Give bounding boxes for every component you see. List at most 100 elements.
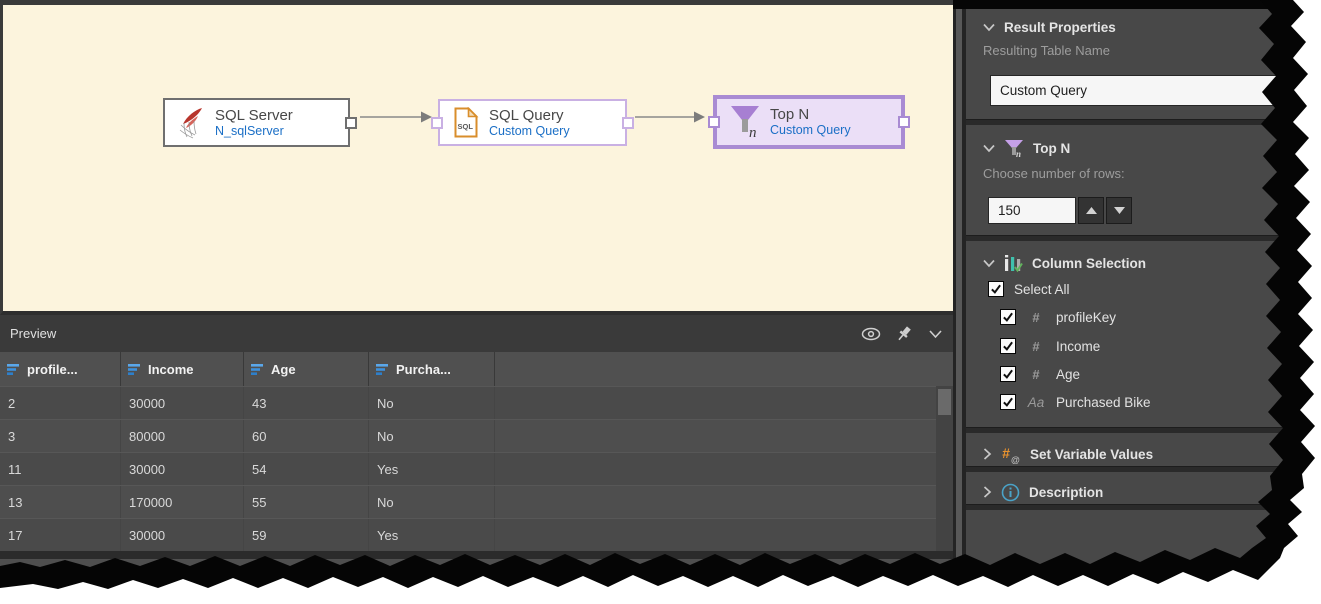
column-checkbox-row[interactable]: Aa Purchased Bike xyxy=(1000,394,1151,410)
eye-icon[interactable] xyxy=(861,327,881,341)
workflow-canvas[interactable]: SQL Server N_sqlServer SQL SQL Query Cus… xyxy=(0,0,953,315)
collapse-chevron-icon[interactable] xyxy=(928,329,943,339)
spinner-down-button[interactable] xyxy=(1106,197,1132,224)
table-row[interactable]: 17 30000 59 Yes xyxy=(0,518,953,551)
node-subtitle: Custom Query xyxy=(770,123,851,138)
top-frame-strip xyxy=(966,0,1321,9)
node-title: Top N xyxy=(770,106,810,124)
cell: 30000 xyxy=(121,519,244,551)
cell: 170000 xyxy=(121,486,244,518)
top-n-funnel-icon: n xyxy=(1005,140,1023,158)
column-header[interactable]: Income xyxy=(121,352,244,386)
numeric-type-icon: # xyxy=(1032,309,1040,325)
section-title: Top N xyxy=(1033,140,1071,156)
section-divider xyxy=(966,427,1321,433)
section-set-variable-values[interactable]: # @ Set Variable Values xyxy=(966,442,1321,466)
column-checkbox[interactable] xyxy=(1000,338,1016,354)
text-type-icon: Aa xyxy=(1027,394,1045,410)
table-row[interactable]: 11 30000 54 Yes xyxy=(0,452,953,485)
section-top-n[interactable]: n Top N xyxy=(966,136,1321,160)
chevron-right-icon xyxy=(983,486,992,498)
column-header-label: Income xyxy=(148,361,194,377)
filter-icon xyxy=(7,363,19,375)
sql-document-icon: SQL xyxy=(454,107,479,138)
top-n-funnel-icon: n xyxy=(731,106,759,140)
check-icon xyxy=(1003,369,1013,379)
resulting-table-name-input[interactable] xyxy=(990,75,1290,106)
cell-filler xyxy=(495,420,953,452)
cell: Yes xyxy=(369,519,495,551)
input-port[interactable] xyxy=(708,116,720,128)
section-title: Column Selection xyxy=(1032,255,1147,271)
svg-text:n: n xyxy=(749,125,757,140)
pin-icon[interactable] xyxy=(897,325,912,342)
column-header[interactable]: profile... xyxy=(0,352,121,386)
spinner-up-button[interactable] xyxy=(1078,197,1104,224)
column-checkbox-row[interactable]: # profileKey xyxy=(1000,309,1116,325)
check-icon xyxy=(1003,341,1013,351)
column-checkbox-row[interactable]: # Age xyxy=(1000,366,1080,382)
output-port[interactable] xyxy=(345,116,357,129)
column-checkbox[interactable] xyxy=(1000,394,1016,410)
cell-filler xyxy=(495,519,953,551)
filter-icon xyxy=(376,363,388,375)
section-divider xyxy=(966,235,1321,241)
set-variable-icon: # @ xyxy=(1002,445,1020,464)
column-header[interactable]: Age xyxy=(244,352,369,386)
node-subtitle: Custom Query xyxy=(489,123,570,138)
vertical-scrollbar[interactable] xyxy=(936,386,953,551)
preview-table: profile... Income Age Purcha... 2 xyxy=(0,352,953,551)
select-all-row[interactable]: Select All xyxy=(988,281,1070,297)
cell: 59 xyxy=(244,519,369,551)
table-row[interactable]: 2 30000 43 No xyxy=(0,386,953,419)
section-description[interactable]: Description xyxy=(966,480,1321,504)
section-title: Set Variable Values xyxy=(1030,446,1154,462)
column-checkbox[interactable] xyxy=(1000,309,1016,325)
node-sql-server[interactable]: SQL Server N_sqlServer xyxy=(163,98,357,147)
inspector-panel: Result Properties Resulting Table Name n… xyxy=(966,0,1321,604)
column-header-label: profile... xyxy=(27,361,78,377)
svg-text:#: # xyxy=(1002,445,1010,461)
column-name-label: Age xyxy=(1056,366,1081,382)
table-header-row: profile... Income Age Purcha... xyxy=(0,352,953,386)
chevron-down-icon xyxy=(983,23,995,31)
table-row[interactable]: 13 170000 55 No xyxy=(0,485,953,518)
cell: 11 xyxy=(0,453,121,485)
column-header[interactable]: Purcha... xyxy=(369,352,495,386)
cell: 30000 xyxy=(121,453,244,485)
info-icon xyxy=(1001,483,1020,501)
output-port[interactable] xyxy=(898,116,910,128)
cell: 30000 xyxy=(121,387,244,419)
section-title: Description xyxy=(1029,484,1104,500)
cell: Yes xyxy=(369,453,495,485)
node-top-n-selected[interactable]: n Top N Custom Query xyxy=(708,95,910,149)
cell: 60 xyxy=(244,420,369,452)
check-icon xyxy=(1003,397,1013,407)
section-result-properties[interactable]: Result Properties xyxy=(966,15,1321,39)
column-checkbox[interactable] xyxy=(1000,366,1016,382)
cell-filler xyxy=(495,486,953,518)
select-all-checkbox[interactable] xyxy=(988,281,1004,297)
section-divider xyxy=(966,119,1321,125)
section-column-selection[interactable]: Column Selection xyxy=(966,251,1321,275)
column-header-filler xyxy=(495,352,953,386)
rows-count-input[interactable] xyxy=(988,197,1076,224)
column-checkbox-row[interactable]: # Income xyxy=(1000,338,1100,354)
panel-splitter[interactable] xyxy=(953,0,966,604)
input-port[interactable] xyxy=(431,116,443,129)
check-icon xyxy=(991,284,1001,294)
cell: 13 xyxy=(0,486,121,518)
section-divider xyxy=(966,504,1321,510)
output-port[interactable] xyxy=(622,116,634,129)
horizontal-scrollbar[interactable] xyxy=(0,551,953,559)
table-row[interactable]: 3 80000 60 No xyxy=(0,419,953,452)
section-divider xyxy=(966,466,1321,472)
column-name-label: profileKey xyxy=(1056,309,1117,325)
scrollbar-thumb[interactable] xyxy=(938,389,951,415)
node-title: SQL Server xyxy=(215,106,293,124)
cell: 3 xyxy=(0,420,121,452)
triangle-up-icon xyxy=(1085,207,1097,214)
node-sql-query[interactable]: SQL SQL Query Custom Query xyxy=(431,99,634,146)
column-header-label: Age xyxy=(271,361,296,377)
